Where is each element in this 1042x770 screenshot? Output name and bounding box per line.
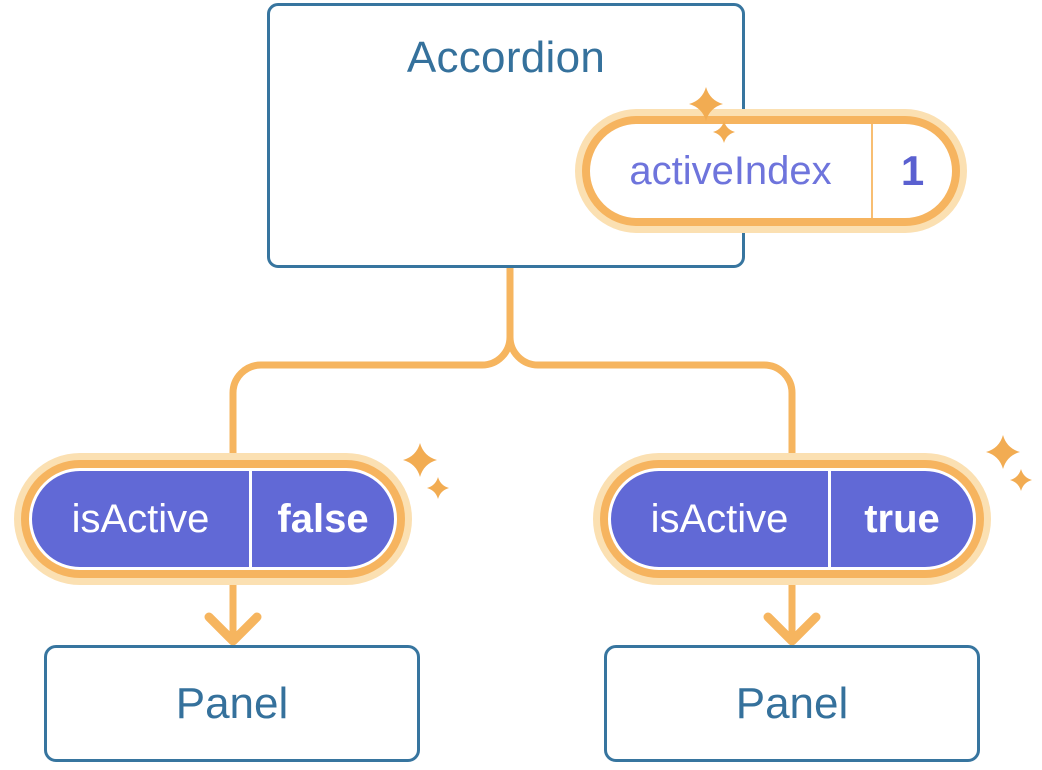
sparkle-icon xyxy=(403,443,449,499)
isactive-true-prop-pill: isActive true xyxy=(608,468,976,570)
arrow-down-right-icon xyxy=(763,612,821,646)
sparkle-icon xyxy=(689,87,735,143)
branch-left-line xyxy=(229,264,514,638)
state-value-label: 1 xyxy=(900,147,925,194)
state-name-label: activeIndex xyxy=(590,124,873,218)
branch-right-line xyxy=(506,264,796,638)
prop-value-label: true xyxy=(864,496,940,541)
panel-label: Panel xyxy=(175,678,289,728)
panel-box-left: Panel xyxy=(44,645,420,762)
panel-box-right: Panel xyxy=(604,645,980,762)
accordion-title: Accordion xyxy=(406,33,606,82)
prop-value-label: false xyxy=(277,496,369,541)
prop-name-label: isActive xyxy=(32,471,252,567)
panel-label: Panel xyxy=(735,678,849,728)
activeindex-state-pill: activeIndex 1 xyxy=(582,116,960,226)
prop-name-label: isActive xyxy=(611,471,831,567)
isactive-false-prop-pill: isActive false xyxy=(29,468,397,570)
arrow-down-left-icon xyxy=(204,612,262,646)
sparkle-icon xyxy=(986,435,1032,491)
accordion-component-box: Accordion activeIndex 1 xyxy=(267,3,960,268)
